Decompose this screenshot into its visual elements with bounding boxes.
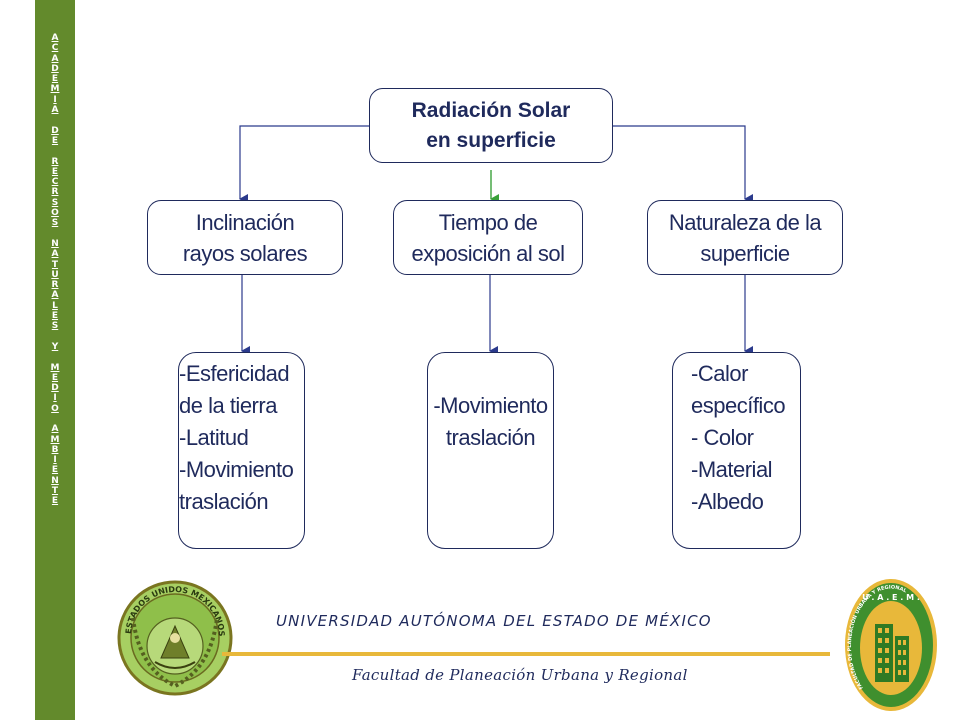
detail-tiempo-line-1: -Movimiento	[433, 393, 548, 418]
connector-root-left	[239, 125, 369, 204]
root-node: Radiación Solar en superficie	[369, 88, 613, 163]
connector-root-right	[613, 125, 753, 204]
logo-top-text: U . A . E . M .	[862, 593, 920, 602]
factor-node-inclinacion: Inclinación rayos solares	[147, 200, 343, 275]
detail-inclinacion-line-5: traslación	[179, 489, 269, 514]
root-line-1: Radiación Solar	[411, 98, 571, 122]
faculty-logo-icon: U . A . E . M . FACULTAD DE PLANEACIÓN U…	[845, 579, 937, 711]
mexico-coat-of-arms-icon: ESTADOS UNIDOS MEXICANOS	[117, 580, 233, 696]
factor-inclinacion-line-1: Inclinación	[195, 209, 295, 235]
factor-inclinacion-line-2: rayos solares	[182, 240, 308, 266]
university-name: UNIVERSIDAD AUTÓNOMA DEL ESTADO DE MÉXIC…	[276, 612, 712, 630]
factor-node-tiempo: Tiempo de exposición al sol	[393, 200, 583, 275]
factor-tiempo-line-2: exposición al sol	[411, 240, 565, 266]
factor-node-naturaleza: Naturaleza de la superficie	[647, 200, 843, 275]
factor-naturaleza-line-1: Naturaleza de la	[668, 209, 822, 235]
sidebar-band: A C A D E M I A D E R E C R S O S N A T …	[35, 0, 75, 720]
sidebar-vertical-title: A C A D E M I A D E R E C R S O S N A T …	[50, 33, 60, 507]
factor-naturaleza-line-2: superficie	[700, 240, 790, 266]
faculty-name: Facultad de Planeación Urbana y Regional	[352, 666, 688, 684]
factor-tiempo-line-1: Tiempo de	[438, 209, 538, 235]
gold-divider	[222, 652, 830, 656]
detail-inclinacion-line-4: -Movimiento	[179, 457, 294, 482]
detail-naturaleza-line-1: -Calor	[691, 361, 748, 386]
detail-inclinacion-line-1: -Esfericidad	[179, 361, 290, 386]
detail-naturaleza-line-5: -Albedo	[691, 489, 764, 514]
detail-node-inclinacion: -Esfericidad de la tierra -Latitud -Movi…	[178, 352, 305, 549]
detail-naturaleza-line-3: - Color	[691, 425, 754, 450]
detail-naturaleza-line-4: -Material	[691, 457, 773, 482]
detail-inclinacion-line-2: de la tierra	[179, 393, 277, 418]
detail-naturaleza-line-2: específico	[691, 393, 786, 418]
detail-tiempo-line-2: traslación	[445, 425, 536, 450]
detail-node-naturaleza: -Calor específico - Color -Material -Alb…	[672, 352, 801, 549]
building-icon	[875, 624, 909, 682]
root-line-2: en superficie	[426, 128, 556, 152]
detail-inclinacion-line-3: -Latitud	[179, 425, 249, 450]
detail-node-tiempo: -Movimiento traslación	[427, 352, 554, 549]
